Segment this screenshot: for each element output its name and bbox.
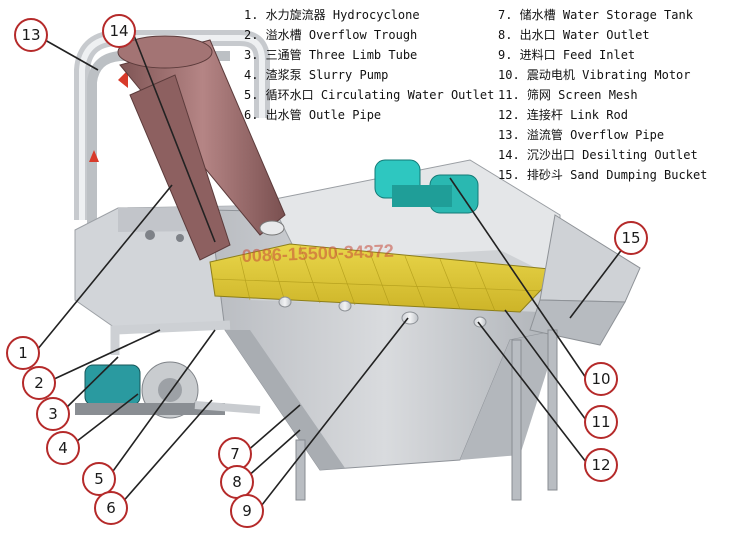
vibrating-motor xyxy=(374,159,479,214)
callout-14: 14 xyxy=(102,14,136,48)
callout-8: 8 xyxy=(220,465,254,499)
callout-15: 15 xyxy=(614,221,648,255)
callout-1: 1 xyxy=(6,336,40,370)
legend-item: 10. 震动电机 Vibrating Motor xyxy=(498,68,691,82)
callout-10: 10 xyxy=(584,362,618,396)
callout-2: 2 xyxy=(22,366,56,400)
leader-lines xyxy=(36,32,630,511)
screen-mesh xyxy=(209,243,562,313)
callout-5: 5 xyxy=(82,462,116,496)
legend-item: 14. 沉沙出口 Desilting Outlet xyxy=(498,148,698,162)
hydrocyclone xyxy=(117,35,286,261)
legend-item: 1. 水力旋流器 Hydrocyclone xyxy=(244,8,420,22)
legend-item: 15. 排砂斗 Sand Dumping Bucket xyxy=(498,168,708,182)
legend-item: 12. 连接杆 Link Rod xyxy=(498,108,628,122)
legend-left: 1. 水力旋流器 Hydrocyclone 2. 溢水槽 Overflow Tr… xyxy=(244,5,494,125)
slurry-pump xyxy=(75,320,231,419)
legend-item: 13. 溢流管 Overflow Pipe xyxy=(498,128,665,142)
legend-item: 2. 溢水槽 Overflow Trough xyxy=(244,28,418,42)
legend-item: 6. 出水管 Outle Pipe xyxy=(244,108,382,122)
callout-9: 9 xyxy=(230,494,264,528)
legend-item: 7. 储水槽 Water Storage Tank xyxy=(498,8,693,22)
legend-item: 4. 渣浆泵 Slurry Pump xyxy=(244,68,389,82)
callout-12: 12 xyxy=(584,448,618,482)
legend-right: 7. 储水槽 Water Storage Tank 8. 出水口 Water O… xyxy=(498,5,707,185)
callout-3: 3 xyxy=(36,397,70,431)
callout-6: 6 xyxy=(94,491,128,525)
callout-11: 11 xyxy=(584,405,618,439)
legend-item: 9. 进料口 Feed Inlet xyxy=(498,48,636,62)
legend-item: 3. 三通管 Three Limb Tube xyxy=(244,48,418,62)
legend-item: 11. 筛网 Screen Mesh xyxy=(498,88,638,102)
legend-item: 5. 循环水口 Circulating Water Outlet xyxy=(244,88,495,102)
callout-4: 4 xyxy=(46,431,80,465)
legend-item: 8. 出水口 Water Outlet xyxy=(498,28,650,42)
callout-13: 13 xyxy=(14,18,48,52)
